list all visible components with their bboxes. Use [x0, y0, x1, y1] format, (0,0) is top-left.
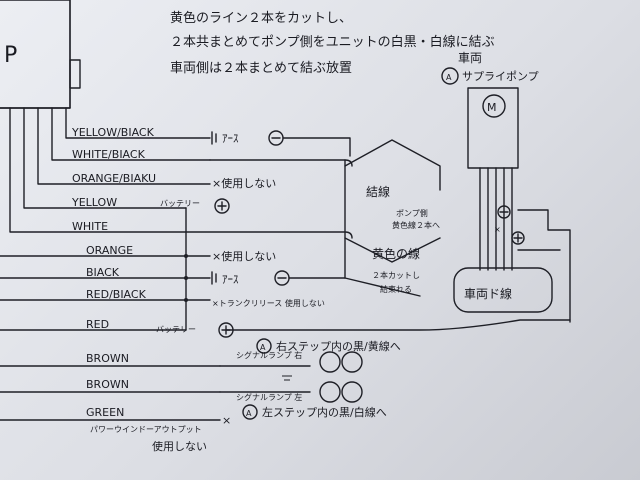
ground-label: ｱｰｽ	[222, 132, 239, 145]
power-window-label: パワーウインドーアウトプット	[90, 425, 202, 434]
pump-title-1: 車両	[458, 51, 482, 65]
tie-leave-label: 結束れる	[380, 284, 412, 294]
right-step-label: 右ステップ内の黒/黄線へ	[276, 339, 401, 353]
wire-terminations: ｱｰｽ ×使用しない バッテリー ×使用しない ｱｰｽ ×トランクリリース 使用…	[156, 130, 353, 338]
unit-label: P	[4, 43, 17, 68]
unused-label: ×使用しない	[212, 177, 276, 190]
ground-minus-icon	[497, 205, 511, 219]
wire-label: BROWN	[86, 352, 129, 365]
marker-a-icon	[441, 67, 459, 85]
lamp-left-icon	[341, 381, 363, 403]
cut-two-label: ２本カットし	[372, 270, 420, 280]
svg-text:A: A	[260, 343, 266, 352]
battery-label: バッテリー	[156, 325, 196, 334]
power-window-output: × パワーウインドーアウトプット 使用しない	[90, 414, 231, 453]
marker-a-icon	[256, 338, 272, 354]
junction-block: 結線 ポンプ側 黄色線２本へ 黄色の線 ２本カットし 結束れる	[344, 139, 441, 297]
motor-label: M	[487, 101, 497, 114]
wire-label: ORANGE/BIAKU	[72, 172, 156, 185]
yellow-wire-label: 黄色の線	[372, 246, 420, 261]
motor-icon	[482, 94, 506, 118]
supply-pump: A 車両 サプライポンプ M × 車両ド線	[225, 51, 571, 331]
unused-label: ×使用しない	[212, 250, 276, 263]
marker-a-icon	[242, 404, 258, 420]
signal-lamps: シグナルランプ 右 シグナルランプ 左 A 右ステップ内の黒/黄線へ A 左ステ…	[219, 338, 401, 420]
vehicle-side-box	[453, 267, 553, 313]
note-line-3: 車両側は２本まとめて結ぶ放置	[170, 61, 352, 76]
battery-plus-icon	[511, 231, 525, 245]
wire-label: YELLOW	[71, 196, 117, 209]
yellow-2-label: 黄色線２本へ	[392, 220, 440, 230]
pump-side-label: ポンプ側	[396, 208, 428, 218]
lamp-right-icon	[341, 351, 363, 373]
wire-label: GREEN	[86, 406, 124, 419]
wire-fanout	[0, 107, 221, 421]
kessen-label: 結線	[366, 184, 390, 199]
signal-left-label: シグナルランプ 左	[236, 392, 302, 402]
ground-label: ｱｰｽ	[222, 273, 239, 286]
wire-label: BROWN	[86, 378, 129, 391]
note-line-1: 黄色のライン２本をカットし、	[170, 10, 352, 26]
unused-label: ×トランクリリース 使用しない	[212, 298, 325, 308]
pump-title-2: サプライポンプ	[462, 70, 539, 83]
wire-label: BIACK	[86, 266, 120, 279]
wire-label: RED/BIACK	[86, 288, 147, 301]
left-step-label: 左ステップ内の黒/白線へ	[262, 405, 387, 419]
battery-plus-icon	[214, 198, 230, 214]
battery-label: バッテリー	[160, 199, 200, 208]
svg-text:A: A	[246, 409, 252, 418]
svg-text:×: ×	[494, 225, 501, 234]
signal-right-label: シグナルランプ 右	[236, 350, 302, 360]
note-line-2: ２本共まとめてポンプ側をユニットの白黒・白線に結ぶ	[170, 34, 495, 50]
unused-marker: ×	[222, 414, 231, 427]
wire-label: RED	[86, 318, 109, 331]
lamp-right-icon	[319, 351, 341, 373]
wire-label: WHITE/BIACK	[72, 148, 146, 161]
control-unit: P	[0, 0, 81, 109]
wire-label: ORANGE	[86, 244, 133, 257]
wire-label: YELLOW/BIACK	[71, 126, 155, 139]
vehicle-side-label: 車両ド線	[464, 286, 512, 301]
wire-labels: YELLOW/BIACK WHITE/BIACK ORANGE/BIAKU YE…	[71, 126, 156, 419]
pump-body	[467, 87, 519, 169]
marker-a: A	[446, 73, 452, 82]
wire-label: WHITE	[72, 220, 108, 233]
power-window-unused: 使用しない	[152, 440, 207, 453]
lamp-left-icon	[319, 381, 341, 403]
